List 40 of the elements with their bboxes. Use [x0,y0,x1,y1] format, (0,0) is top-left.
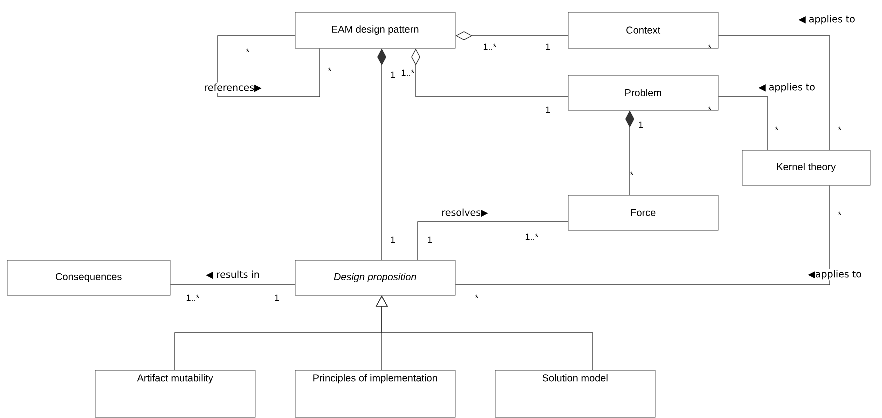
class-box: Design proposition [295,260,456,296]
multiplicity: 1..* [484,44,497,50]
class-box: Consequences [7,260,171,296]
multiplicity: 1 [639,122,644,128]
edge-label: ◀applies to [807,269,863,281]
multiplicity: 1..* [186,294,200,302]
multiplicity: * [708,44,712,48]
multiplicity: * [708,106,712,110]
association-line [718,36,830,150]
multiplicity: 1..* [402,70,415,76]
multiplicity: 1 [275,294,280,302]
edge-label: resolves▶ [440,208,490,218]
association-line [170,284,296,286]
class-box: Solution model [495,370,656,418]
multiplicity: * [630,172,634,176]
multiplicity: 1 [391,72,396,78]
edge-label: ◀ applies to [758,82,816,94]
multiplicity: * [475,294,479,298]
class-box: Principles of implementation [295,370,456,418]
class-box: Kernel theory [742,150,871,186]
multiplicity: 1 [546,44,550,50]
association-line [418,222,568,260]
multiplicity: * [328,68,332,72]
association-line [218,36,320,98]
class-box: Artifact mutability [95,370,256,418]
multiplicity: * [246,48,250,52]
class-box: Force [568,195,719,231]
edge-label: ◀ applies to [798,14,856,26]
multiplicity: 1..* [526,234,539,240]
multiplicity: 1 [428,236,432,244]
multiplicity: * [838,126,842,130]
multiplicity: * [838,212,842,216]
multiplicity: 1 [391,236,396,244]
association-line [718,96,768,150]
multiplicity: 1 [546,106,550,114]
edge-label: references▶ [203,82,263,94]
class-box: EAM design pattern [295,12,456,49]
multiplicity: * [775,126,779,130]
edge-label: ◀ results in [205,270,261,280]
association-line [455,185,830,286]
